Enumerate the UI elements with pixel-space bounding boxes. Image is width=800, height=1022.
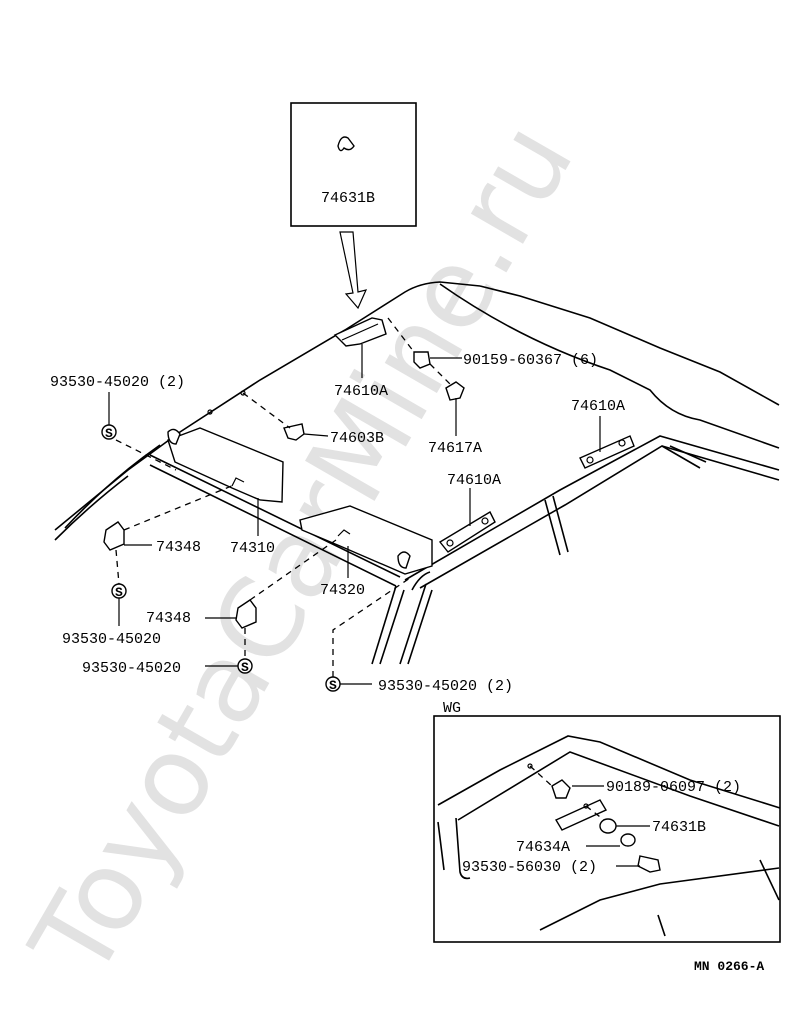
screw-90159-60367 [413,351,431,369]
leader-lines [108,344,601,685]
handle-mid-74610a [438,511,496,553]
callout-74617a: 74617A [428,440,482,457]
roof-outline [54,281,780,665]
svg-text:S: S [329,678,337,693]
wg-callout-74631b: 74631B [652,819,706,836]
inset-part-label: 74631B [321,190,375,207]
visor-left-74310 [167,427,284,503]
wg-title: WG [443,700,461,717]
callout-74610a-center: 74610A [334,383,388,400]
callout-74310: 74310 [230,540,275,557]
wg-screw-93530-56030 [637,855,661,873]
callout-74603b: 74603B [330,430,384,447]
callout-93530-45020-mid-left: 93530-45020 [62,631,161,648]
callout-74348-right: 74348 [146,610,191,627]
top-inset: 74631B [290,102,417,310]
diagram-code: MN 0266-A [694,959,764,974]
holder-74617a [445,381,465,401]
callout-74320: 74320 [320,582,365,599]
callout-74610a-right: 74610A [571,398,625,415]
wg-inset: WG 90189-06097 (2) 74631B 74634A 93530-5… [433,700,781,943]
wg-callout-93530-56030: 93530-56030 (2) [462,859,597,876]
svg-text:S: S [115,585,123,600]
callout-74348-left: 74348 [156,539,201,556]
assembly-lines [115,317,453,677]
callout-93530-45020-2-bottom: 93530-45020 (2) [378,678,513,695]
wg-clip-90189-06097 [551,779,571,799]
handle-center-74610a [333,317,387,347]
svg-text:S: S [105,426,113,441]
screw-symbol-left-mid: S [111,583,127,600]
holder-74348-left [103,521,125,551]
callout-74610a-mid: 74610A [447,472,501,489]
wg-grommet-74631b [599,818,617,834]
callout-93530-45020-mid-right: 93530-45020 [82,660,181,677]
wg-callout-74634a: 74634A [516,839,570,856]
callout-90159-60367: 90159-60367 (6) [463,352,598,369]
handle-right-74610a [579,435,635,469]
screw-symbol-left-top: S [101,424,117,441]
visor-right-74320 [299,505,433,575]
wg-lamp-74634a [554,799,608,831]
svg-text:S: S [241,660,249,675]
inset-arrow [339,231,368,310]
callout-93530-45020-2-left: 93530-45020 (2) [50,374,185,391]
clip-part-74631b [337,136,355,152]
wg-callout-90189-06097: 90189-06097 (2) [606,779,741,796]
screw-symbol-right-bottom: S [325,676,341,693]
